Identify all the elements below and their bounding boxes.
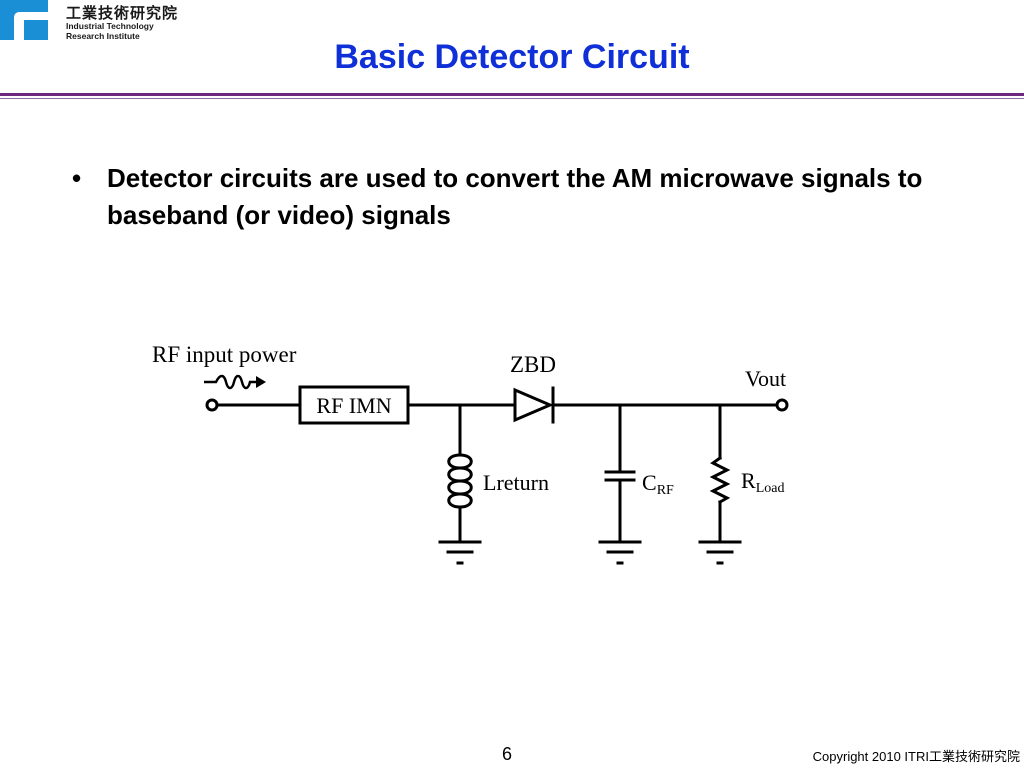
rf-input-power-label: RF input power — [152, 342, 297, 367]
zbd-diode-icon — [513, 387, 554, 423]
rf-wave-icon — [204, 374, 266, 390]
title-divider-thin — [0, 98, 1024, 99]
bullet-symbol: • — [72, 163, 82, 193]
inductor-icon — [447, 453, 473, 509]
copyright-text-chinese: 工業技術研究院 — [928, 750, 1020, 765]
slide-title: Basic Detector Circuit — [334, 38, 690, 76]
logo-name-chinese: 工業技術研究院 — [66, 4, 179, 22]
title-divider-thick — [0, 93, 1024, 96]
logo-name-english-line1: Industrial Technology — [66, 21, 154, 31]
resistor-icon — [709, 455, 731, 505]
rf-imn-label: RF IMN — [316, 393, 391, 418]
detector-circuit-diagram: RF input power RF IMN ZBD Vout Lreturn C… — [152, 342, 789, 565]
ground-icon — [698, 540, 742, 565]
lreturn-label: Lreturn — [483, 470, 549, 495]
crf-label: CRF — [642, 470, 674, 498]
bullet-text: Detector circuits are used to convert th… — [107, 163, 923, 230]
output-terminal — [775, 398, 789, 412]
itri-logo: 工業技術研究院 Industrial Technology Research I… — [0, 0, 220, 44]
zbd-label: ZBD — [510, 352, 556, 377]
ground-icon — [438, 540, 482, 565]
page-number: 6 — [502, 744, 513, 764]
logo-name-english: Industrial Technology Research Institute — [66, 21, 216, 41]
itri-logo-mark-icon — [0, 0, 48, 40]
rload-label: RLoad — [741, 468, 784, 496]
vout-label: Vout — [745, 366, 786, 391]
logo-name-english-line2: Research Institute — [66, 31, 140, 41]
copyright-notice: Copyright 2010 ITRI工業技術研究院 — [813, 746, 1020, 765]
ground-icon — [598, 540, 642, 565]
copyright-text: Copyright 2010 ITRI — [812, 749, 929, 764]
